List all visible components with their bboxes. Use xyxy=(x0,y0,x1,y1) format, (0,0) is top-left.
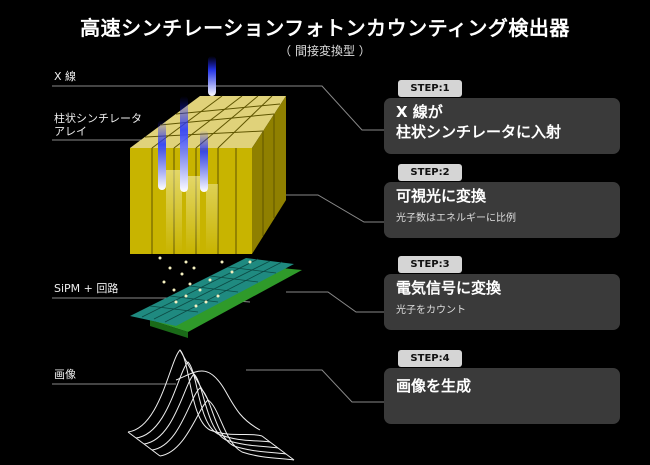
leader-xray xyxy=(52,85,384,131)
page-subtitle: （ 間接変換型 ） xyxy=(279,44,371,58)
label-array-line2: アレイ xyxy=(54,125,87,138)
step2-tag: STEP:2 xyxy=(398,164,462,181)
circuit-board-edge xyxy=(150,320,188,338)
label-xray: X 線 xyxy=(54,70,77,83)
label-array-line1: 柱状シンチレータ xyxy=(54,112,142,125)
step4-tag: STEP:4 xyxy=(398,350,462,367)
step4-main: 画像を生成 xyxy=(396,377,472,395)
leader-step4 xyxy=(246,369,384,403)
step1-tag: STEP:1 xyxy=(398,80,462,97)
leader-step2 xyxy=(268,194,384,223)
step2-sub: 光子数はエネルギーに比例 xyxy=(396,213,516,224)
step4-panel: 画像を生成 xyxy=(384,368,620,424)
page-title: 高速シンチレーションフォトンカウンティング検出器 xyxy=(80,16,570,40)
step2-main: 可視光に変換 xyxy=(396,187,487,205)
xray-beam-4 xyxy=(208,56,216,96)
label-scintillator-array: 柱状シンチレータ アレイ xyxy=(54,112,142,138)
block-right xyxy=(252,96,286,254)
step3-tag: STEP:3 xyxy=(398,256,462,273)
step3-main: 電気信号に変換 xyxy=(396,279,502,297)
step1-main-line2: 柱状シンチレータに入射 xyxy=(396,123,562,141)
step3-panel: 電気信号に変換 光子をカウント xyxy=(384,274,620,330)
sipm-grid xyxy=(141,258,283,323)
label-image: 画像 xyxy=(54,368,76,381)
xray-beam-1 xyxy=(158,120,166,190)
xray-beam-3 xyxy=(200,130,208,192)
xray-beam-2 xyxy=(180,96,188,192)
step1-panel: X 線が 柱状シンチレータに入射 xyxy=(384,98,620,154)
image-waveform xyxy=(127,349,295,461)
xray-beams xyxy=(158,56,216,192)
step1-main-line1: X 線が xyxy=(396,103,443,121)
step3-sub: 光子をカウント xyxy=(396,305,466,316)
step2-panel: 可視光に変換 光子数はエネルギーに比例 xyxy=(384,182,620,238)
label-sipm: SiPM + 回路 xyxy=(54,282,119,295)
leader-step3 xyxy=(286,291,384,313)
sipm-board xyxy=(130,258,302,338)
